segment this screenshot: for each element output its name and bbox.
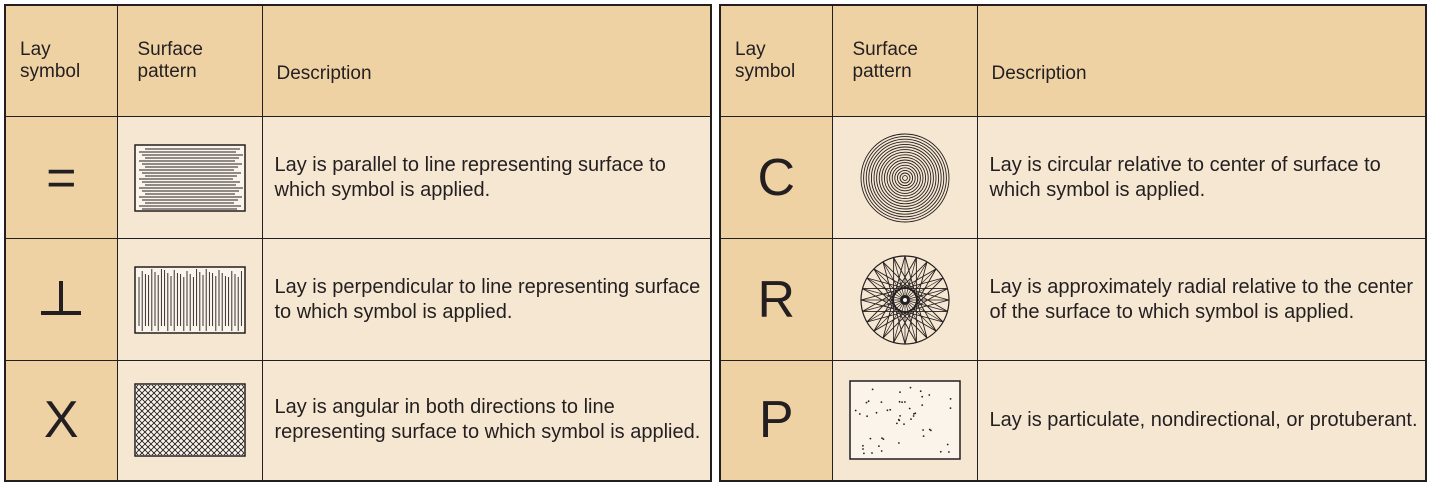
lay-table-left: Lay symbol Surface pattern Description =… [4, 4, 712, 482]
header-surface-pattern-text: Surface pattern [852, 39, 918, 82]
perpendicular-glyph-icon [41, 281, 82, 315]
header-description: Description [976, 4, 1427, 117]
particulate-symbol: P [758, 391, 794, 450]
description-text: Lay is parallel to line representing sur… [274, 153, 666, 201]
surface-pattern-cell [831, 238, 978, 361]
description-text: Lay is approximately radial relative to … [989, 275, 1414, 323]
surface-pattern-cell [116, 238, 263, 361]
header-description: Description [261, 4, 712, 117]
surface-pattern-cell [116, 360, 263, 481]
lay-symbol-cell: R [719, 238, 833, 361]
radial-symbol: R [757, 270, 796, 329]
angular-symbol: X [43, 391, 79, 450]
radial-pattern-icon [859, 254, 950, 345]
header-lay-symbol: Lay symbol [4, 4, 118, 117]
surface-pattern-cell [831, 116, 978, 239]
header-surface-pattern-text: Surface pattern [137, 39, 203, 82]
lay-symbol-cell: C [719, 116, 833, 239]
crosshatch-pattern-icon [133, 383, 246, 457]
description-text: Lay is perpendicular to line representin… [274, 275, 701, 323]
description-cell: Lay is parallel to line representing sur… [261, 116, 712, 239]
header-description-text: Description [991, 63, 1087, 84]
header-surface-pattern: Surface pattern [831, 4, 978, 117]
header-lay-symbol-text: Lay symbol [735, 39, 796, 82]
table-row: = Lay is parallel to line representing s… [4, 116, 712, 239]
surface-pattern-cell [116, 116, 263, 239]
description-cell: Lay is angular in both directions to lin… [261, 360, 712, 481]
description-cell: Lay is circular relative to center of su… [976, 116, 1427, 239]
lay-symbol-cell [4, 238, 118, 361]
header-row: Lay symbol Surface pattern Description [4, 4, 712, 117]
description-text: Lay is circular relative to center of su… [989, 153, 1381, 201]
parallel-symbol: = [46, 148, 77, 207]
header-row: Lay symbol Surface pattern Description [719, 4, 1427, 117]
header-description-text: Description [276, 63, 372, 84]
circular-symbol: C [757, 148, 796, 207]
perpendicular-symbol [39, 275, 83, 319]
header-lay-symbol-text: Lay symbol [20, 39, 81, 82]
header-surface-pattern: Surface pattern [116, 4, 263, 117]
lay-symbol-cell: = [4, 116, 118, 239]
description-cell: Lay is perpendicular to line representin… [261, 238, 712, 361]
table-row: X Lay is angular in both directions to l… [4, 360, 712, 481]
lay-symbol-cell: X [4, 360, 118, 481]
lay-table-right: Lay symbol Surface pattern Description C… [719, 4, 1427, 482]
description-text: Lay is angular in both directions to lin… [274, 396, 701, 444]
header-lay-symbol: Lay symbol [719, 4, 833, 117]
perpendicular-pattern-icon [133, 265, 246, 334]
table-row: C Lay is circular relative to center of … [719, 116, 1427, 239]
description-cell: Lay is particulate, nondirectional, or p… [976, 360, 1427, 481]
description-text: Lay is particulate, nondirectional, or p… [989, 408, 1418, 431]
table-row: Lay is perpendicular to line representin… [4, 238, 712, 361]
lay-symbol-cell: P [719, 360, 833, 481]
table-row: P Lay is particulate, nondirectional, or… [719, 360, 1427, 481]
surface-pattern-cell [831, 360, 978, 481]
table-row: R Lay is approximately radial relative t… [719, 238, 1427, 361]
description-cell: Lay is approximately radial relative to … [976, 238, 1427, 361]
parallel-pattern-icon [133, 143, 246, 212]
particulate-pattern-icon [848, 380, 961, 460]
circular-pattern-icon [860, 133, 949, 222]
